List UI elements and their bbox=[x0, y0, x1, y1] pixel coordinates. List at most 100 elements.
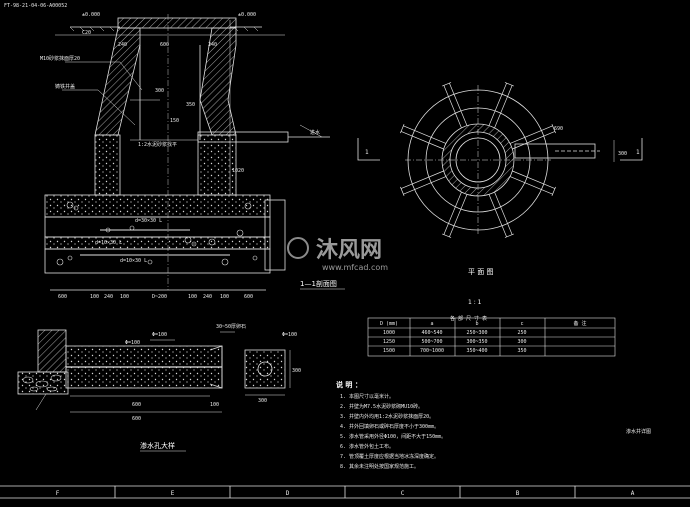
base-label-c: d=10×30 L bbox=[120, 258, 147, 264]
detail-small-dim-3: 300 bbox=[258, 398, 267, 404]
table-cell: 1500 bbox=[383, 348, 395, 354]
plan-spoke bbox=[494, 85, 513, 129]
section-1-1 bbox=[44, 14, 330, 291]
cut-mark-right: 1 bbox=[636, 149, 640, 156]
plan-spoke bbox=[403, 125, 447, 144]
plan-subcaption: 1 : 1 bbox=[468, 299, 482, 306]
plan-spoke-cap bbox=[400, 186, 405, 196]
watermark-url: www.mfcad.com bbox=[322, 263, 388, 272]
detail-leader-gravel: 30~50厚卵石 bbox=[216, 323, 246, 330]
ground-label-left: ±0.000 bbox=[82, 12, 100, 18]
dimension-table bbox=[367, 317, 616, 357]
plan-spoke bbox=[512, 131, 556, 150]
table-cell: 1000 bbox=[383, 330, 395, 336]
table-header-cell: a bbox=[430, 321, 433, 327]
plan-dim-1: 690 bbox=[554, 126, 563, 132]
plan-spoke bbox=[400, 131, 444, 150]
table-header-cell: 备 注 bbox=[573, 320, 586, 327]
plan-spoke bbox=[512, 170, 556, 189]
seepage-detail bbox=[17, 329, 291, 413]
plan-dim-2: 300 bbox=[618, 151, 627, 157]
frame-letter: A bbox=[631, 490, 635, 497]
table-header-cell: b bbox=[475, 321, 478, 327]
dim-mid-4: 1020 bbox=[232, 168, 244, 174]
bottom-dim: D~200 bbox=[152, 294, 167, 300]
bottom-dim: 600 bbox=[244, 294, 253, 300]
plan-spoke-cap bbox=[442, 82, 452, 87]
bottom-dim: 240 bbox=[203, 294, 212, 300]
plan-view bbox=[357, 82, 643, 238]
detail-leader-hole: Φ=100 bbox=[125, 340, 140, 346]
bottom-dim: 100 bbox=[120, 294, 129, 300]
table-cell: 460~540 bbox=[421, 330, 442, 336]
note-item: 6. 渗水管外包土工布。 bbox=[340, 443, 394, 450]
table-cell: 250 bbox=[517, 330, 526, 336]
detail-caption: 渗水孔大样 bbox=[140, 441, 175, 450]
detail-dim-2: 100 bbox=[210, 402, 219, 408]
plan-spoke bbox=[443, 85, 462, 129]
bottom-dim: 100 bbox=[90, 294, 99, 300]
detail-small-dim-2: 300 bbox=[292, 368, 301, 374]
base-label-b: d=10×30 L bbox=[95, 240, 122, 246]
detail-small-dim-1: Φ=100 bbox=[282, 332, 297, 338]
table-cell: 350 bbox=[517, 348, 526, 354]
plan-spoke bbox=[509, 125, 553, 144]
bottom-dims: 600 100 240 100 D~200 100 240 100 600 bbox=[58, 294, 253, 300]
plan-spoke-cap bbox=[551, 124, 556, 134]
dim-mid-3: 350 bbox=[186, 102, 195, 108]
dim-mid-1: 300 bbox=[155, 88, 164, 94]
plan-spoke bbox=[488, 82, 507, 126]
note-item: 3. 井壁内外均用1:2水泥砂浆抹面厚20。 bbox=[340, 413, 434, 420]
frame-letter: F bbox=[56, 490, 60, 497]
cut-mark-left: 1 bbox=[365, 149, 369, 156]
note-item: 8. 其余未注明处按国家规范施工。 bbox=[340, 463, 419, 470]
table-cell: 300 bbox=[517, 339, 526, 345]
note-item: 2. 井壁为M7.5水泥砂浆砌MU10砖。 bbox=[340, 403, 423, 410]
bottom-dim: 240 bbox=[104, 294, 113, 300]
frame-letter: D bbox=[286, 490, 290, 497]
bottom-dim: 600 bbox=[58, 294, 67, 300]
plan-spoke bbox=[494, 191, 513, 235]
dim-top-3: 240 bbox=[208, 42, 217, 48]
plan-spoke-cap bbox=[504, 233, 514, 238]
table-cell: 350~400 bbox=[466, 348, 487, 354]
plan-spoke bbox=[400, 170, 444, 189]
frame-letter: E bbox=[171, 490, 175, 497]
notes-title: 说 明 ： bbox=[336, 380, 362, 389]
plan-spoke bbox=[488, 194, 507, 238]
table-cell: 700~1000 bbox=[420, 348, 444, 354]
leader-plaster: M10砂浆抹面厚20 bbox=[40, 55, 80, 62]
frame-letter: B bbox=[516, 490, 520, 497]
plan-spoke-cap bbox=[551, 186, 556, 196]
watermark: 沐风网 www.mfcad.com bbox=[287, 237, 388, 272]
plan-caption: 平 面 图 bbox=[468, 268, 493, 276]
plan-spoke bbox=[509, 176, 553, 195]
bottom-dim: 100 bbox=[220, 294, 229, 300]
dim-top-2: 600 bbox=[160, 42, 169, 48]
detail-dim-1: 600 bbox=[132, 402, 141, 408]
frame-letter: C bbox=[401, 490, 405, 497]
note-item: 7. 管顶覆土厚度应根据当地冰冻深度确定。 bbox=[340, 453, 439, 460]
notes-list: 1. 本图尺寸以毫米计。2. 井壁为M7.5水泥砂浆砌MU10砖。3. 井壁内外… bbox=[340, 393, 446, 470]
drawing-ref: FT-98-21-04-06-A00052 bbox=[4, 3, 67, 9]
table-cell: 250~300 bbox=[466, 330, 487, 336]
note-item: 4. 井外回填卵石或碎石厚度不小于300mm。 bbox=[340, 423, 439, 430]
plan-spoke-cap bbox=[442, 233, 452, 238]
inflow-label: 进水 bbox=[310, 129, 320, 136]
pipe-label: 1:2水泥砂浆找平 bbox=[138, 141, 177, 148]
section-caption: 1—1剖面图 bbox=[300, 279, 337, 288]
watermark-brand: 沐风网 bbox=[316, 238, 382, 263]
dim-top-1: 240 bbox=[118, 42, 127, 48]
plan-spoke bbox=[403, 176, 447, 195]
detail-leader-pipe: Φ=100 bbox=[152, 332, 167, 338]
plan-spoke-cap bbox=[400, 124, 405, 134]
table-title: 各 部 尺 寸 表 bbox=[450, 315, 487, 322]
ground-label-right: ±0.000 bbox=[238, 12, 256, 18]
table-header-cell: c bbox=[520, 321, 523, 327]
plan-spoke bbox=[443, 191, 462, 235]
dim-mid-2: 150 bbox=[170, 118, 179, 124]
slab-label: C20 bbox=[82, 30, 91, 36]
